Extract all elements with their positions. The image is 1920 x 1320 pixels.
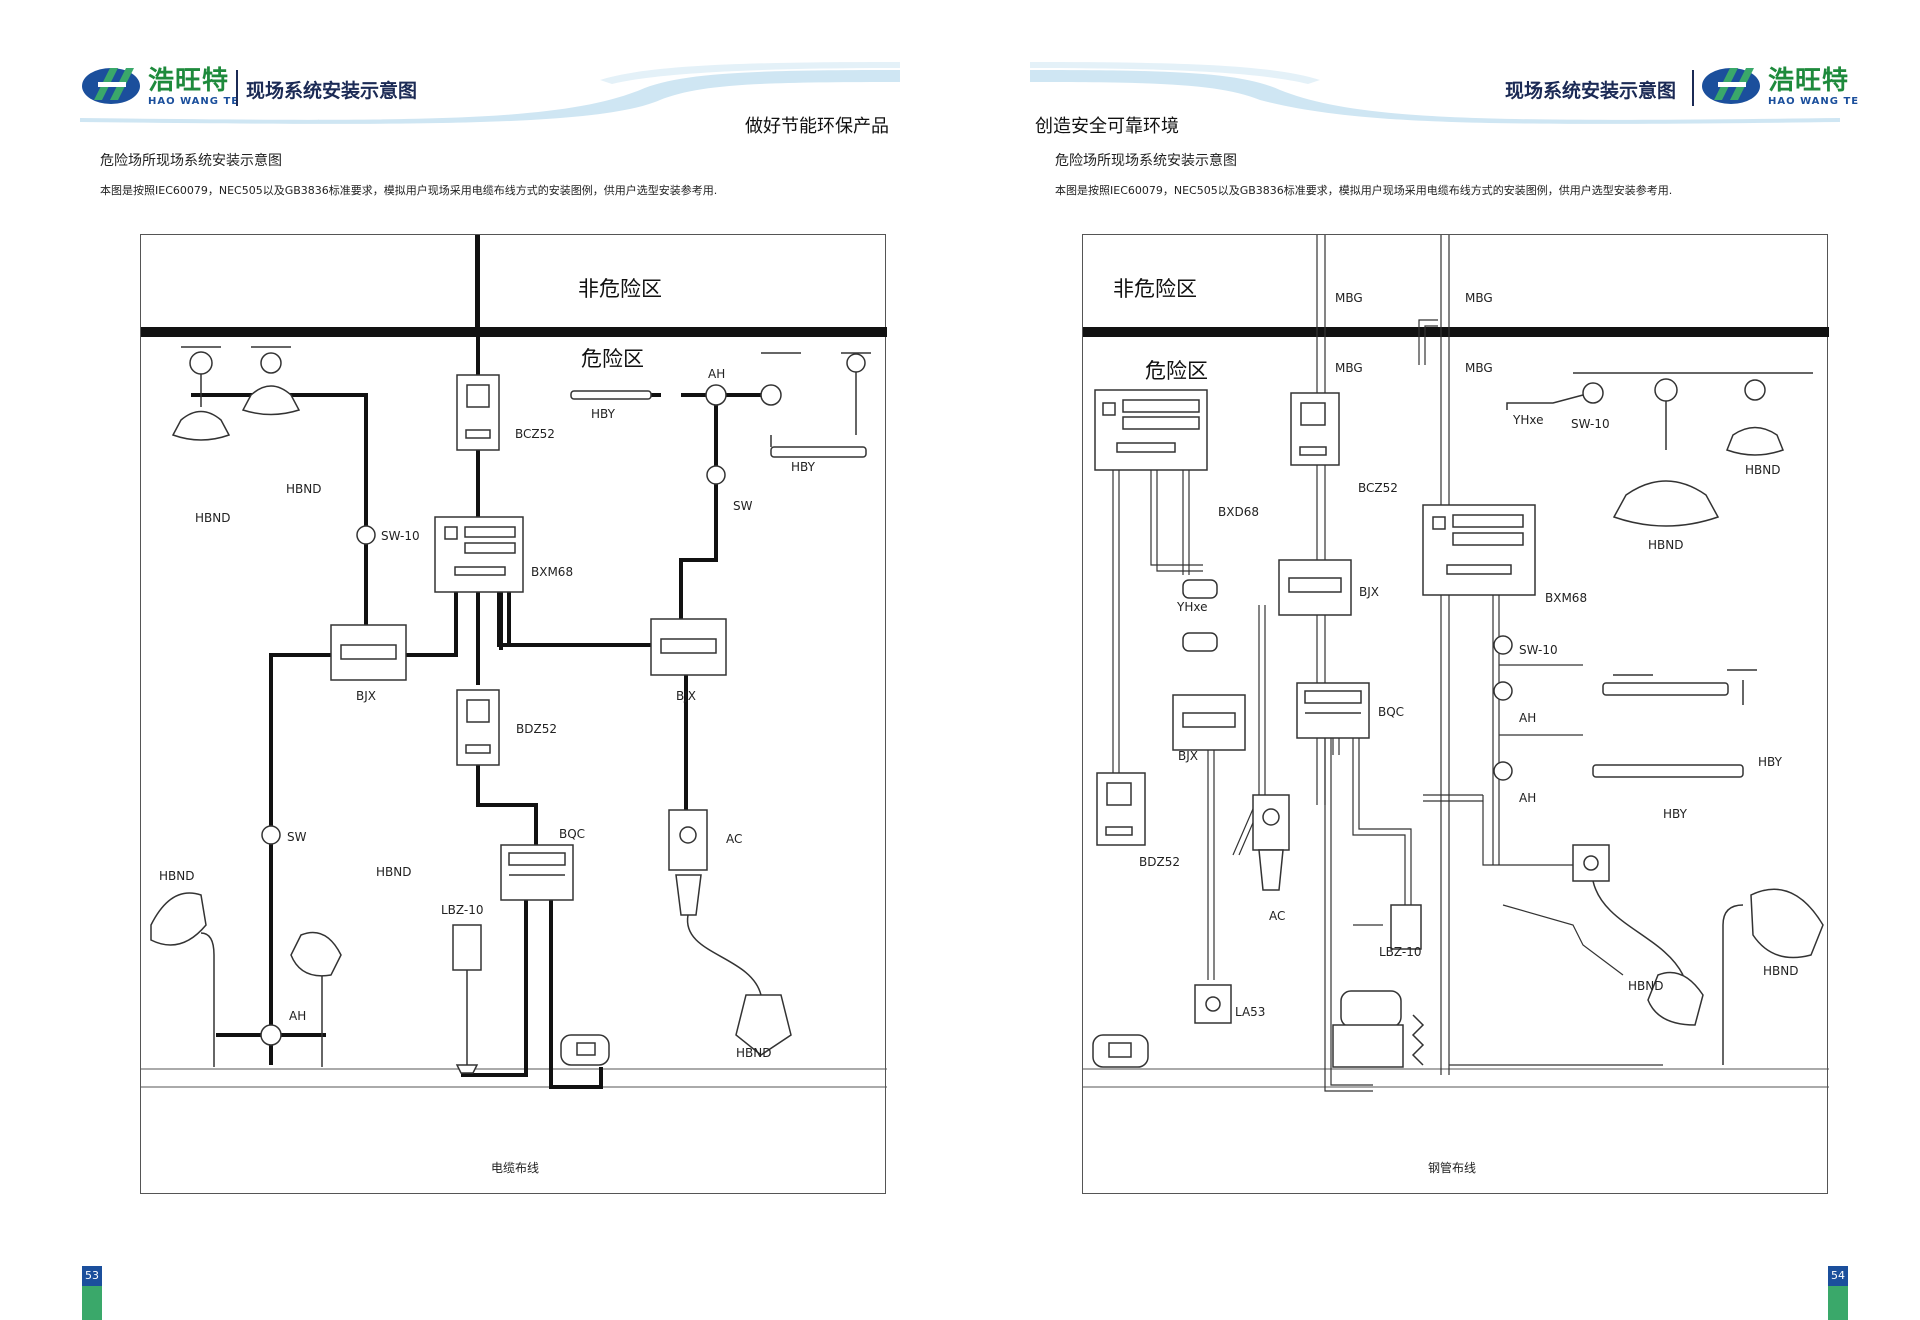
diagram-subtitle: 危险场所现场系统安装示意图 (1055, 153, 1237, 169)
header-title: 现场系统安装示意图 (1505, 80, 1677, 102)
label-lbz10: LBZ-10 (441, 903, 484, 917)
header-title: 现场系统安装示意图 (246, 80, 418, 102)
brand-name-en: HAO WANG TE (148, 95, 240, 107)
label-ac: AC (726, 832, 743, 846)
header-swoosh (1030, 62, 1840, 124)
zone-non-hazardous: 非危险区 (578, 277, 662, 301)
brand-logo: 浩旺特 HAO WANG TE (1700, 60, 1859, 112)
label-bqc: BQC (1378, 705, 1405, 719)
label-sw: SW (287, 830, 307, 844)
label-hbnd: HBND (1745, 463, 1781, 477)
zone-non-hazardous: 非危险区 (1113, 277, 1197, 301)
brand-name-en: HAO WANG TE (1768, 95, 1860, 107)
label-hbnd: HBND (159, 869, 195, 883)
diagram-subtitle: 危险场所现场系统安装示意图 (100, 153, 282, 169)
diagram-frame: 非危险区 危险区 HBND HBND HBND HBND HBND HBY HB… (140, 234, 887, 1194)
slogan: 创造安全可靠环境 (1035, 116, 1179, 137)
label-bxm68: BXM68 (531, 565, 574, 579)
label-sw: SW (733, 499, 753, 513)
label-hbnd: HBND (736, 1046, 772, 1060)
label-ac: AC (1269, 909, 1286, 923)
steel-conduit-diagram (1083, 235, 1829, 1092)
label-hby: HBY (591, 407, 615, 421)
label-bqc: BQC (559, 827, 586, 841)
header-swoosh (80, 62, 900, 124)
diagram-description: 本图是按照IEC60079，NEC505以及GB3836标准要求，模拟用户现场采… (1055, 184, 1673, 197)
label-yhxe: YHxe (1513, 413, 1544, 427)
page-number: 53 (82, 1266, 102, 1320)
label-bdz52: BDZ52 (516, 722, 557, 736)
label-hbnd: HBND (286, 482, 322, 496)
label-hbnd: HBND (1648, 538, 1684, 552)
label-ah: AH (1519, 791, 1537, 805)
label-hbnd: HBND (1628, 979, 1664, 993)
label-mbg: MBG (1335, 361, 1363, 375)
zone-hazardous: 危险区 (581, 347, 644, 371)
label-la53: LA53 (1235, 1005, 1266, 1019)
label-hbnd: HBND (1763, 964, 1799, 978)
label-mbg: MBG (1465, 361, 1493, 375)
left-page: 浩旺特 HAO WANG TE 现场系统安装示意图 做好节能环保产品 危险场所现… (0, 0, 960, 1320)
label-bjx: BJX (1178, 749, 1198, 763)
label-ah: AH (708, 367, 726, 381)
label-bxd68: BXD68 (1218, 505, 1259, 519)
label-ah: AH (289, 1009, 307, 1023)
label-bjx: BJX (1359, 585, 1379, 599)
label-bjx: BJX (356, 689, 376, 703)
label-hby: HBY (1663, 807, 1687, 821)
brand-name: 浩旺特 (148, 65, 230, 96)
label-sw10: SW-10 (1571, 417, 1610, 431)
label-bxm68: BXM68 (1545, 591, 1588, 605)
diagram-description: 本图是按照IEC60079，NEC505以及GB3836标准要求，模拟用户现场采… (100, 184, 718, 197)
brand-name: 浩旺特 (1768, 65, 1850, 96)
diagram-frame: 非危险区 危险区 MBG MBG MBG MBG BXD68 BCZ52 BJX… (1082, 234, 1829, 1194)
label-bjx: BJX (676, 689, 696, 703)
label-bcz52: BCZ52 (1358, 481, 1398, 495)
label-sw10: SW-10 (1519, 643, 1558, 657)
label-lbz10: LBZ-10 (1379, 945, 1422, 959)
label-yhxe: YHxe (1177, 600, 1208, 614)
right-page: 现场系统安装示意图 浩旺特 HAO WANG TE 创造安全可靠环境 危险场所现… (960, 0, 1920, 1320)
label-hby: HBY (791, 460, 815, 474)
label-bdz52: BDZ52 (1139, 855, 1180, 869)
header-divider (236, 70, 238, 106)
page-number: 54 (1828, 1266, 1848, 1320)
label-sw10: SW-10 (381, 529, 420, 543)
label-hbnd: HBND (376, 865, 412, 879)
zone-hazardous: 危险区 (1145, 359, 1208, 383)
label-hby: HBY (1758, 755, 1782, 769)
brand-logo: 浩旺特 HAO WANG TE (80, 60, 239, 112)
header-divider (1692, 70, 1694, 106)
label-bcz52: BCZ52 (515, 427, 555, 441)
label-mbg: MBG (1335, 291, 1363, 305)
diagram-caption: 电缆布线 (491, 1161, 540, 1175)
diagram-caption: 钢管布线 (1428, 1161, 1477, 1175)
label-ah: AH (1519, 711, 1537, 725)
cable-wiring-diagram (141, 235, 887, 1089)
logo-mark-icon (82, 68, 140, 104)
label-mbg: MBG (1465, 291, 1493, 305)
label-hbnd: HBND (195, 511, 231, 525)
logo-mark-icon (1702, 68, 1760, 104)
slogan: 做好节能环保产品 (745, 116, 889, 137)
